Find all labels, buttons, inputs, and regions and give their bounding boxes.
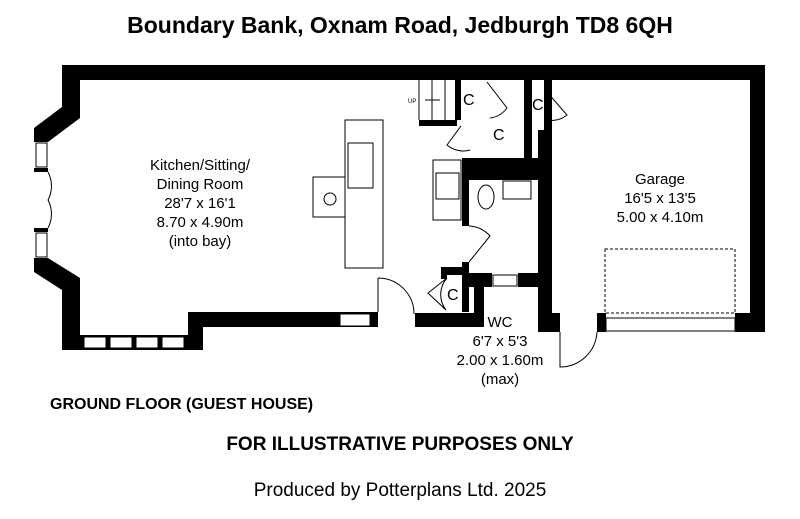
room-name: Kitchen/Sitting/ [149, 157, 251, 174]
wc-top-wall [462, 158, 552, 180]
cupboard-label: C [532, 97, 544, 114]
window [135, 336, 159, 349]
window [339, 313, 371, 327]
lower-cupboard-side [441, 267, 447, 279]
garage-door-post-right [735, 313, 765, 332]
cupboard-label: C [463, 92, 475, 109]
wc-lower-wall [474, 287, 484, 327]
lower-cupboard-wall [441, 267, 462, 275]
floor-label: GROUND FLOOR (GUEST HOUSE) [50, 396, 314, 413]
hob [435, 172, 460, 200]
kitchen-label: Kitchen/Sitting/ Dining Room 28'7 x 16'1… [120, 156, 280, 251]
room-name: Dining Room [156, 176, 244, 193]
window [35, 142, 48, 168]
kitchen-door-left-swing [47, 171, 52, 229]
window [109, 336, 133, 349]
window [161, 336, 185, 349]
top-wall [62, 65, 765, 80]
wc-bottom-wall-left [462, 273, 492, 287]
cupboard-door-swings [427, 81, 568, 311]
cupboard-labels: C C C C [447, 92, 544, 304]
producer-credit: Produced by Potterplans Ltd. 2025 [253, 480, 547, 501]
left-bay-wall-lower [34, 258, 80, 350]
room-imperial: 6'7 x 5'3 [472, 333, 528, 350]
wash-basin [502, 180, 532, 200]
cupboard-wall-1 [524, 80, 532, 160]
room-metric: 2.00 x 1.60m [456, 352, 544, 369]
window [492, 274, 518, 287]
plan-title: Boundary Bank, Oxnam Road, Jedburgh TD8 … [127, 12, 673, 38]
cupboard-wall-3 [455, 80, 461, 120]
room-name: Garage [634, 171, 686, 188]
room-metric: 5.00 x 4.10m [616, 209, 704, 226]
wc-right-block [538, 287, 552, 332]
room-note: (max) [480, 371, 520, 388]
stool [323, 192, 337, 206]
hob-unit [432, 159, 462, 221]
garage-door-swing [559, 331, 598, 368]
fixtures [47, 80, 736, 368]
stairs-label: UP [408, 99, 416, 105]
room-imperial: 16'5 x 13'5 [624, 190, 696, 207]
toilet [477, 184, 495, 210]
bottom-wall-wc [415, 313, 477, 327]
cupboard-wall-2 [419, 120, 457, 126]
window [35, 232, 48, 258]
windows [35, 142, 736, 349]
room-name: WC [487, 314, 513, 331]
wc-left-wall [462, 158, 469, 226]
car-space [604, 248, 736, 314]
left-window-frame-1 [34, 168, 48, 172]
wc-door-swing [468, 225, 491, 263]
kitchen-door-swing [377, 277, 415, 315]
garage-door-opening [605, 317, 736, 332]
sink [347, 142, 374, 189]
breakfast-bar [312, 176, 346, 218]
cupboard-wall-4 [544, 80, 552, 130]
room-note: (into bay) [168, 233, 232, 250]
left-bay-wall-upper [34, 65, 80, 142]
kitchen-island [344, 119, 384, 269]
garage-door-post-left [597, 313, 606, 332]
right-wall [750, 65, 765, 332]
room-metric: 8.70 x 4.90m [156, 214, 244, 231]
left-window-frame-2 [34, 228, 48, 232]
garage-label: Garage 16'5 x 13'5 5.00 x 4.10m [580, 170, 740, 227]
disclaimer: FOR ILLUSTRATIVE PURPOSES ONLY [226, 434, 574, 455]
bottom-wall-mid [188, 312, 378, 327]
cupboard-label: C [493, 127, 505, 144]
wc-bottom-wall-right [518, 273, 552, 287]
stairs [418, 80, 446, 120]
window [83, 336, 107, 349]
cupboard-label: C [447, 287, 459, 304]
room-imperial: 28'7 x 16'1 [164, 195, 236, 212]
wc-label: WC 6'7 x 5'3 2.00 x 1.60m (max) [430, 313, 570, 389]
